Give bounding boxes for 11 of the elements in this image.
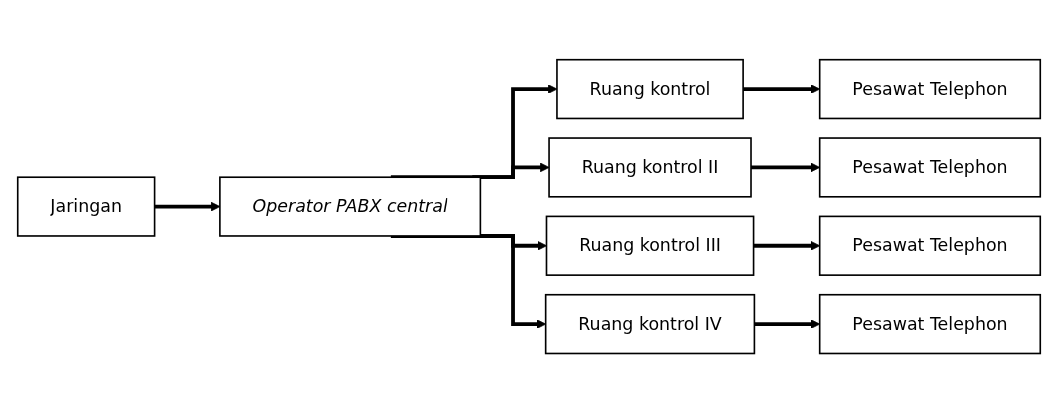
node-box: Pesawat Telephon — [818, 215, 1042, 277]
node-box: Jaringan — [16, 176, 156, 238]
node-box: Ruang kontrol IV — [544, 294, 756, 355]
node-box: Ruang kontrol — [556, 59, 744, 120]
node-box: Ruang kontrol II — [548, 137, 752, 199]
node-box: Ruang kontrol III — [545, 215, 755, 277]
node-box: Pesawat Telephon — [818, 137, 1042, 199]
node-box: Operator PABX central — [219, 176, 482, 238]
arrow — [472, 163, 550, 180]
node-box: Pesawat Telephon — [818, 59, 1042, 120]
node-box: Pesawat Telephon — [818, 294, 1042, 355]
